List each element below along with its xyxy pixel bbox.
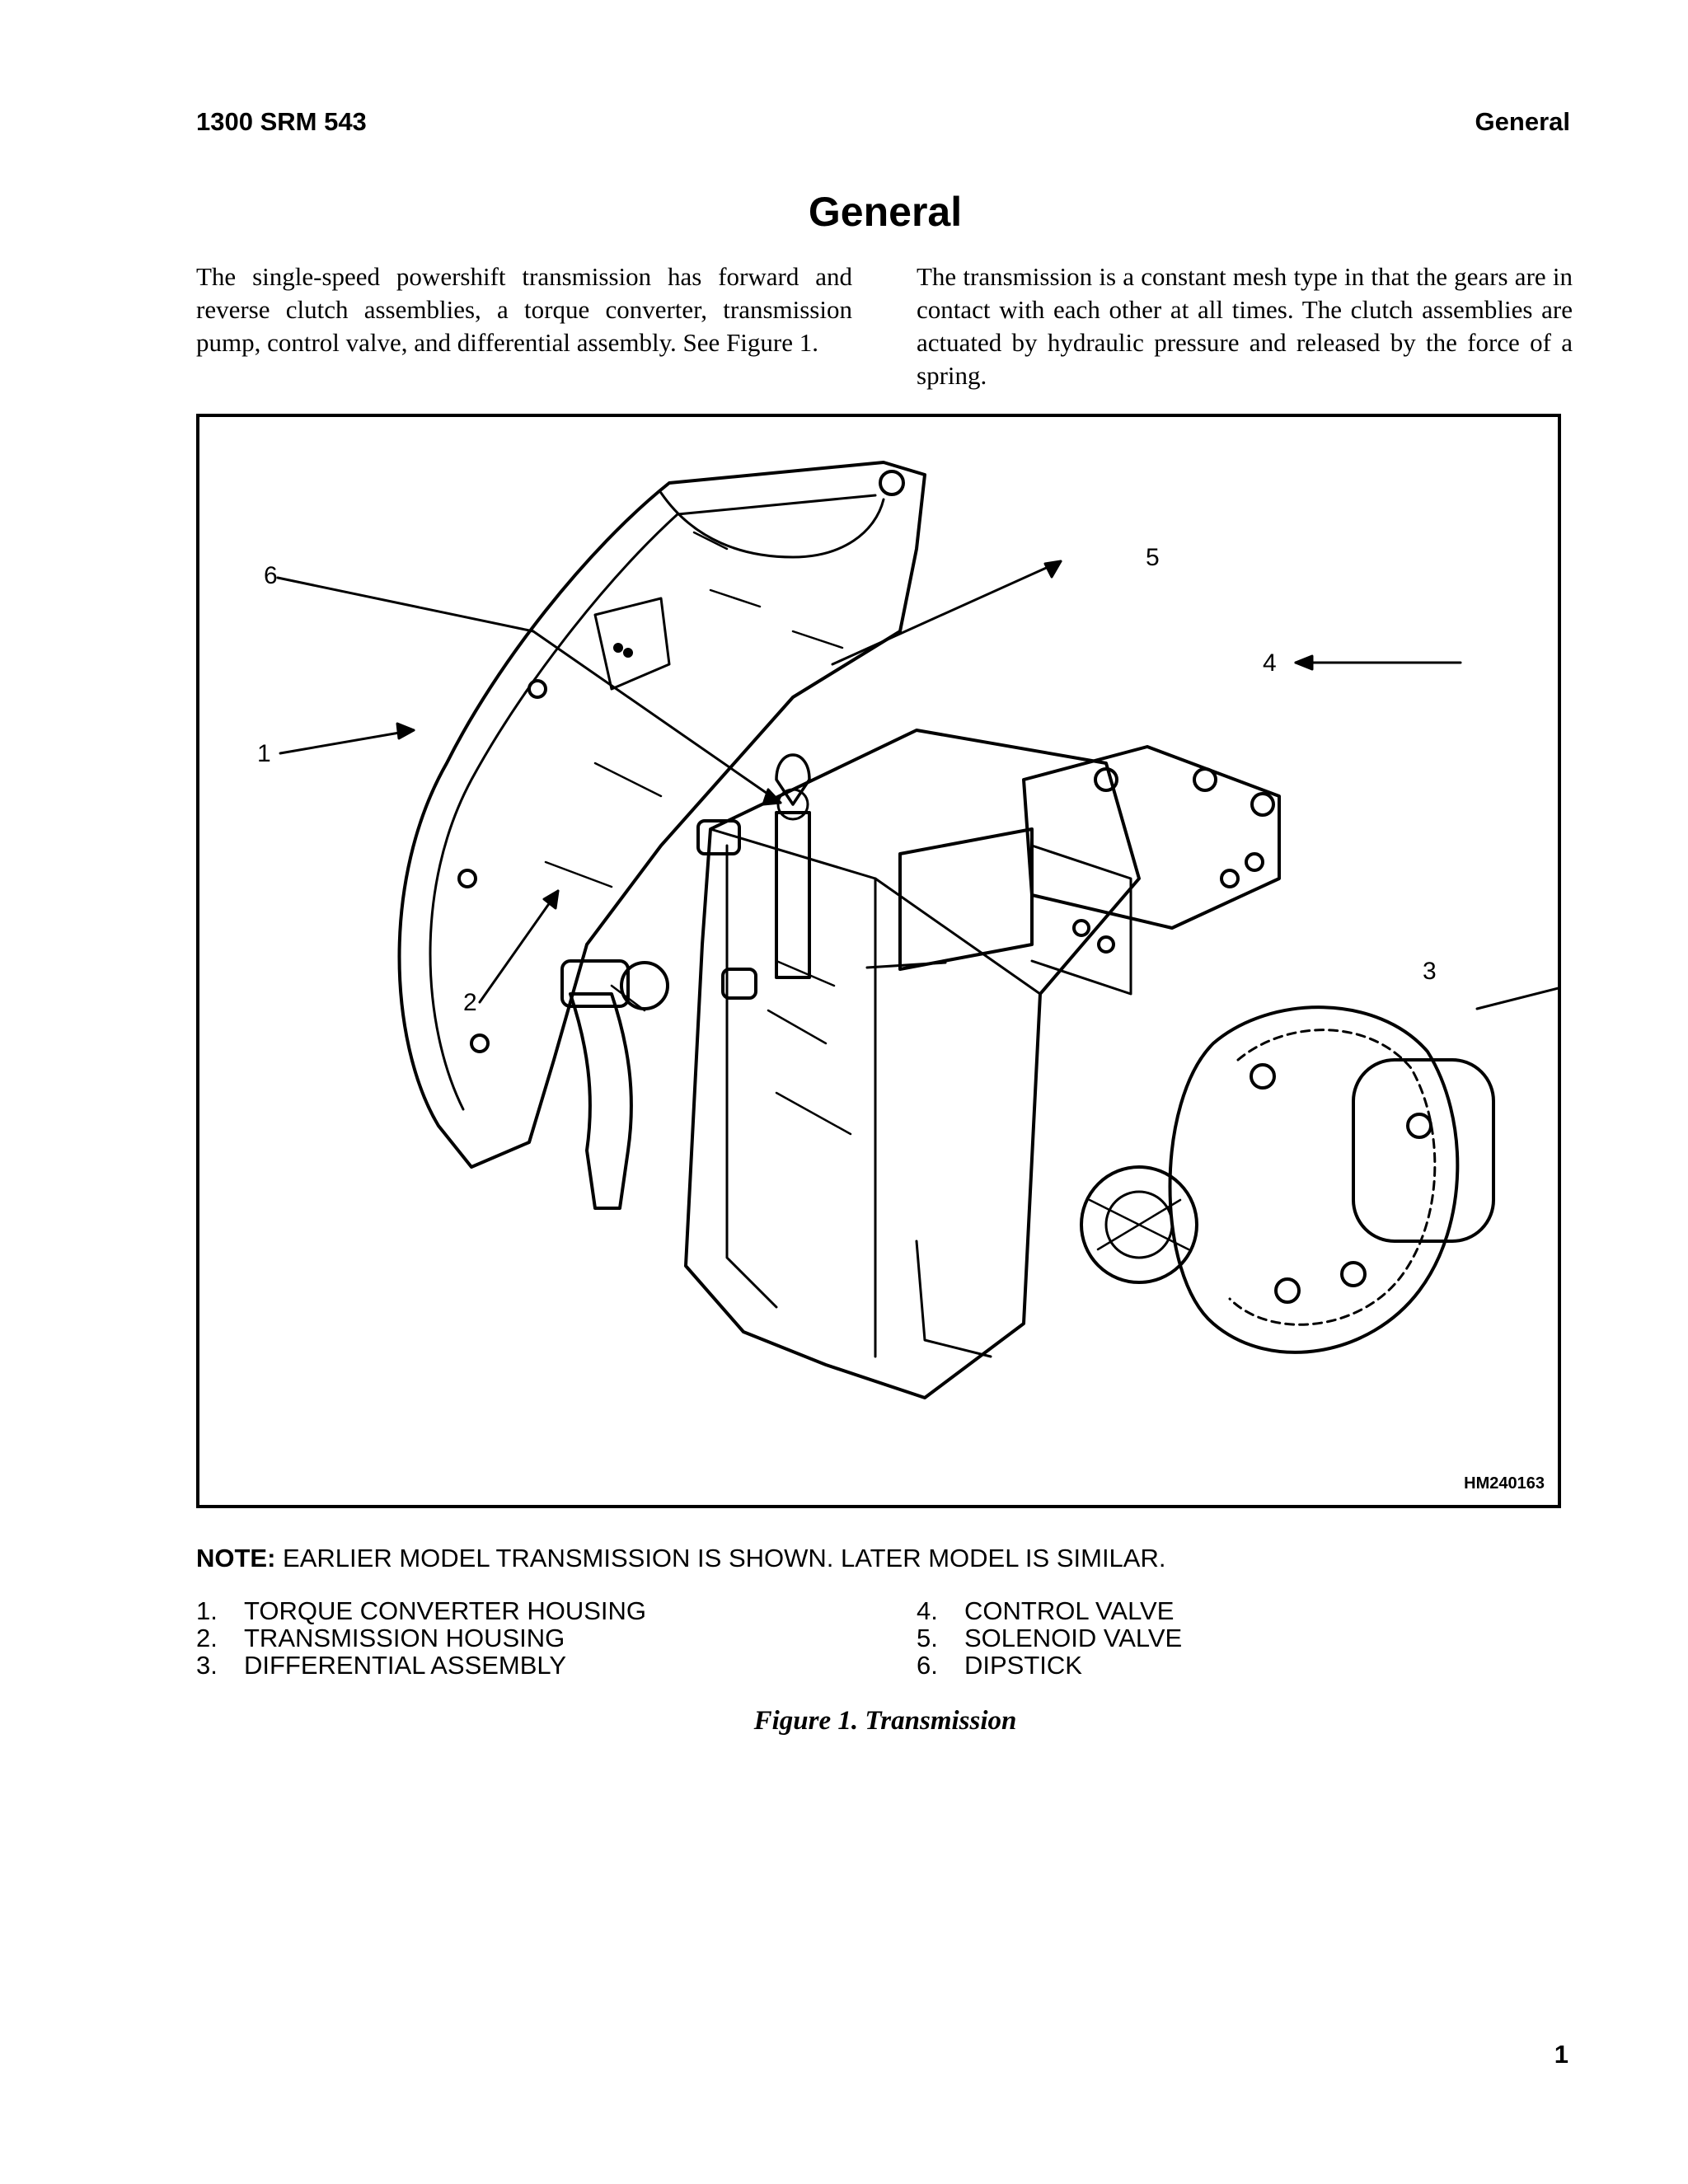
legend-item: 3. DIFFERENTIAL ASSEMBLY xyxy=(196,1652,646,1679)
legend-left-column: 1. TORQUE CONVERTER HOUSING 2. TRANSMISSIO… xyxy=(196,1597,646,1679)
callout-2: 2 xyxy=(463,989,477,1016)
legend-number: 6. xyxy=(917,1651,938,1680)
legend-label: CONTROL VALVE xyxy=(964,1596,1175,1625)
legend-number: 2. xyxy=(196,1624,218,1652)
page-number: 1 xyxy=(1554,2040,1568,2069)
legend-number: 5. xyxy=(917,1624,938,1652)
transmission-illustration: 6 5 4 1 3 2 xyxy=(257,461,1558,1399)
legend-item: 6. DIPSTICK xyxy=(917,1652,1182,1679)
note-text: EARLIER MODEL TRANSMISSION IS SHOWN. LAT… xyxy=(275,1544,1166,1572)
legend-label: DIFFERENTIAL ASSEMBLY xyxy=(244,1651,567,1680)
torque-converter-housing-drawing xyxy=(397,461,926,1169)
legend-right-column: 4. CONTROL VALVE 5. SOLENOID VALVE 6. DIPST… xyxy=(917,1597,1182,1679)
transmission-figure: 6 5 4 1 3 2 HM240163 xyxy=(196,414,1561,1508)
paragraph-right: The transmission is a constant mesh type… xyxy=(917,262,1573,390)
dipstick-drawing xyxy=(775,811,811,979)
callout-6: 6 xyxy=(264,562,278,589)
legend-number: 1. xyxy=(196,1596,218,1625)
legend-number: 4. xyxy=(917,1596,938,1625)
callout-1: 1 xyxy=(257,740,271,767)
figure-caption: Figure 1. Transmission xyxy=(753,1706,1017,1736)
legend-label: TRANSMISSION HOUSING xyxy=(244,1624,565,1652)
note: NOTE: EARLIER MODEL TRANSMISSION IS SHOW… xyxy=(196,1544,1165,1573)
page-title: General xyxy=(808,189,963,235)
document-id: 1300 SRM 543 xyxy=(196,107,367,136)
callout-5: 5 xyxy=(1146,544,1160,571)
legend-item: 5. SOLENOID VALVE xyxy=(917,1624,1182,1652)
note-label: NOTE: xyxy=(196,1544,276,1572)
legend-label: TORQUE CONVERTER HOUSING xyxy=(244,1596,647,1625)
legend-item: 4. CONTROL VALVE xyxy=(917,1597,1182,1624)
legend-label: DIPSTICK xyxy=(964,1651,1082,1680)
legend-number: 3. xyxy=(196,1651,218,1680)
transmission-housing-drawing xyxy=(684,729,1141,1399)
solenoid-valve-drawing xyxy=(898,827,1034,971)
paragraph-left: The single-speed powershift transmission… xyxy=(196,262,852,357)
legend-item: 1. TORQUE CONVERTER HOUSING xyxy=(196,1597,646,1624)
control-valve-drawing xyxy=(1022,745,1281,930)
drawing-id: HM240163 xyxy=(1464,1474,1545,1493)
legend-label: SOLENOID VALVE xyxy=(964,1624,1183,1652)
callout-3: 3 xyxy=(1423,958,1437,985)
legend-item: 2. TRANSMISSION HOUSING xyxy=(196,1624,646,1652)
section-name: General xyxy=(1475,107,1570,136)
callout-4: 4 xyxy=(1263,649,1277,677)
